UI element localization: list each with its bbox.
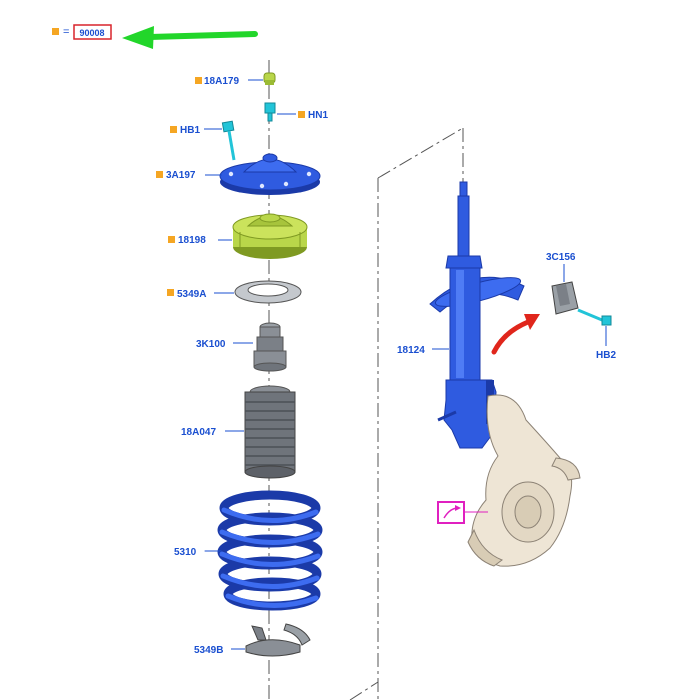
label-HB1: HB1 (180, 125, 200, 136)
label-3C156: 3C156 (546, 252, 576, 263)
label-5310: 5310 (174, 547, 197, 558)
label-HN1: HN1 (308, 110, 328, 121)
part-steering-knuckle (467, 394, 581, 567)
part-18A047-dust-boot (225, 385, 296, 479)
part-HN1-fastener (264, 102, 296, 122)
part-HB2-bolt (577, 308, 612, 346)
marker-18198 (168, 236, 175, 243)
part-5349A-seat-ring (214, 280, 302, 304)
marker-3A197 (156, 171, 163, 178)
part-18198-rubber-mount (218, 213, 308, 259)
marker-HN1 (298, 111, 305, 118)
label-HB2: HB2 (596, 350, 616, 361)
legend-code-box (73, 24, 112, 40)
legend-code: 90008 (79, 28, 104, 38)
marker-5349A (167, 289, 174, 296)
label-18A179: 18A179 (204, 76, 239, 87)
label-18A047: 18A047 (181, 427, 216, 438)
label-5349A: 5349A (177, 289, 206, 300)
part-5349B-lower-seat (231, 623, 311, 657)
label-3A197: 3A197 (166, 170, 196, 181)
part-18A179-nut (248, 72, 276, 85)
marker-HB1 (170, 126, 177, 133)
label-3K100: 3K100 (196, 339, 226, 350)
part-HB1-bolt (204, 120, 236, 161)
label-18198: 18198 (178, 235, 206, 246)
part-3A197-mount-plate (205, 153, 321, 195)
green-arrow-icon (122, 26, 258, 49)
red-arrow-icon (491, 314, 540, 355)
marker-18A179 (195, 77, 202, 84)
magenta-symbol-icon (437, 501, 488, 524)
part-5310-coil-spring (204, 490, 323, 611)
part-3K100-bump-stop (233, 322, 287, 372)
part-3C156-bracket (551, 264, 579, 315)
label-18124: 18124 (397, 345, 425, 356)
label-5349B: 5349B (194, 645, 223, 656)
legend-row: = 90008 (52, 24, 258, 49)
legend-equals: = (63, 26, 69, 38)
legend-marker-icon (52, 28, 59, 35)
